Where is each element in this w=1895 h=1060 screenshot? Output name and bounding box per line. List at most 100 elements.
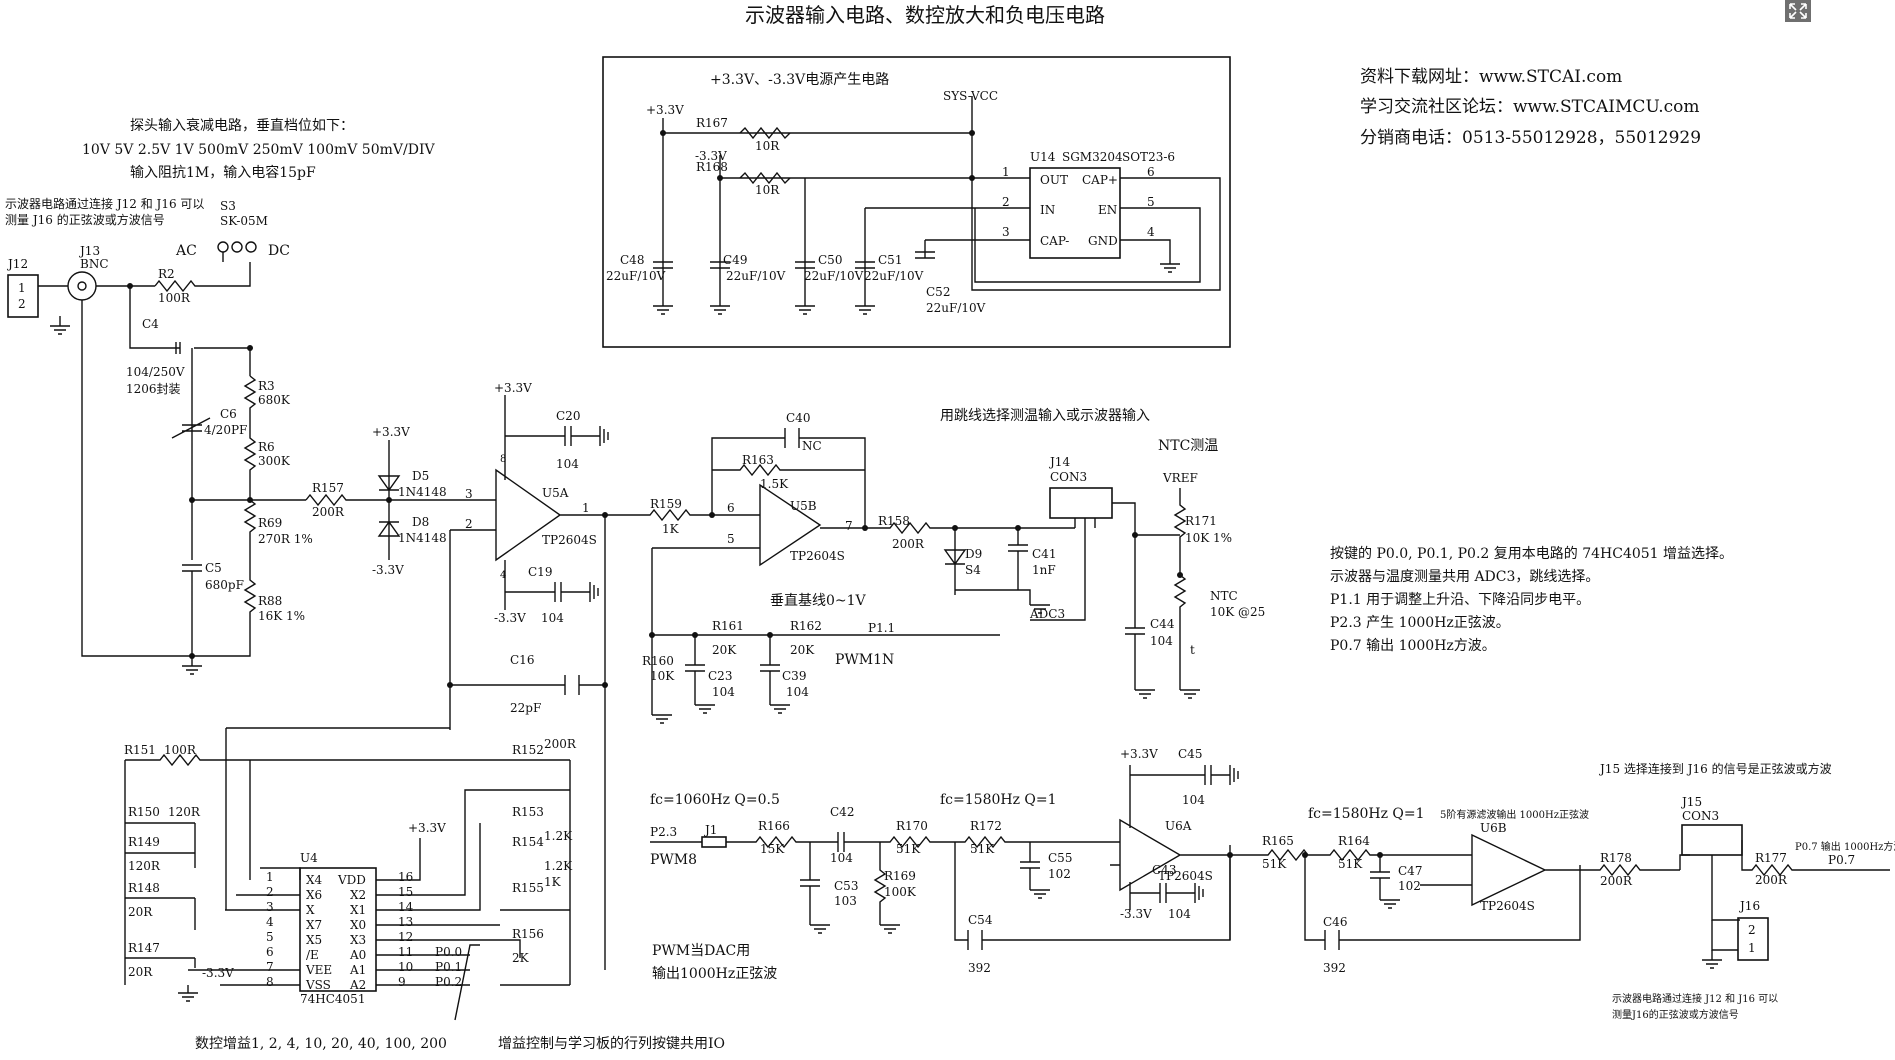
label-U4: U4 (300, 851, 318, 865)
label-C49-v: 22uF/10V (726, 269, 786, 283)
label-R88: R88 (258, 594, 282, 608)
label-R162-v: 20K (790, 643, 815, 657)
U4-X3: X3 (350, 933, 366, 947)
label-C52-v: 22uF/10V (926, 301, 986, 315)
label-R160-v: 10K (650, 669, 675, 683)
label-R165-v: 51K (1262, 857, 1287, 871)
label-R155-v: 1K (544, 875, 562, 889)
label-C41-v: 1nF (1032, 563, 1056, 577)
label-R172: R172 (970, 819, 1002, 833)
gain-selector-U4: U4 74HC4051 +3.3V -3.3V X4 X6 X X7 X5 /E… (124, 727, 577, 1021)
conn-note-left-2: 测量 J16 的正弦波或方波信号 (5, 212, 165, 227)
U4-left-pins: X4 X6 X X7 X5 /E VEE VSS 1 2 3 4 5 6 7 8 (266, 870, 332, 992)
filter-fc1: fc=1060Hz Q=0.5 (650, 792, 780, 808)
label-R155: R155 (512, 881, 544, 895)
label-J15-part: CON3 (1682, 809, 1719, 823)
desc-line-4: P2.3 产生 1000Hz正弦波。 (1330, 615, 1510, 631)
label-R3: R3 (258, 379, 275, 393)
label-U4-part: 74HC4051 (300, 992, 365, 1006)
label-R6: R6 (258, 440, 275, 454)
label-C51-v: 22uF/10V (864, 269, 924, 283)
label-P02: P0.2 (435, 975, 462, 989)
J14-body (1049, 487, 1113, 519)
label-J13: J13 (78, 244, 100, 258)
label-P11: P1.1 (868, 621, 895, 635)
U4-pin3: 3 (266, 900, 274, 914)
label-C43: C43 (1152, 863, 1176, 877)
U14-pin1: 1 (1002, 165, 1010, 179)
label-C16-v: 22pF (510, 701, 541, 715)
J1-body (701, 836, 727, 848)
label-R157-v: 200R (312, 505, 345, 519)
label-D8-v: 1N4148 (398, 531, 447, 545)
U4-pin4: 4 (266, 915, 274, 929)
U4-A2: A2 (349, 978, 366, 992)
U4-VSS: VSS (305, 978, 331, 992)
desc-line-2: 示波器与温度测量共用 ADC3，跳线选择。 (1330, 569, 1599, 585)
filter-fc3: fc=1580Hz Q=1 (1308, 806, 1425, 822)
label-C55-v: 102 (1048, 867, 1071, 881)
label-R150: R150 (128, 805, 160, 819)
U4-pin10: 10 (398, 960, 413, 974)
label-R169-v: 100K (884, 885, 917, 899)
label-R88-v: 16K 1% (258, 609, 305, 623)
U4-pin8: 8 (266, 975, 274, 989)
label-P00: P0.0 (435, 945, 462, 959)
label-R148: R148 (128, 881, 160, 895)
U5B-pin6: 6 (727, 501, 735, 515)
label-U6B: U6B (1480, 821, 1507, 835)
label-C47: C47 (1398, 864, 1422, 878)
U4-X2: X2 (350, 888, 366, 902)
label-R162: R162 (790, 619, 822, 633)
label-C46-v: 392 (1323, 961, 1346, 975)
label-R69-v: 270R 1% (258, 532, 313, 546)
phone-number: 分销商电话：0513-55012928，55012929 (1360, 128, 1701, 148)
gain-note: 数控增益1, 2, 4, 10, 20, 40, 100, 200 (195, 1036, 447, 1052)
label-U6A-part: TP2604S (1158, 869, 1213, 883)
label-p33-b: +3.3V (494, 381, 532, 395)
label-P23: P2.3 (650, 825, 677, 839)
U4-pin16: 16 (398, 870, 413, 884)
gain-ctrl-note: 增益控制与学习板的行列按键共用IO (498, 1036, 725, 1052)
U5B-pin7: 7 (845, 519, 853, 533)
U14-CAPm: CAP- (1040, 234, 1069, 248)
U14-pin2: 2 (1002, 195, 1010, 209)
label-R154-v: 1.2K (544, 859, 573, 873)
U4-VDD: VDD (337, 873, 366, 887)
label-J14-part: CON3 (1050, 470, 1087, 484)
expand-arrows-icon[interactable] (1785, 0, 1811, 22)
label-AC: AC (175, 243, 197, 259)
label-C46: C46 (1323, 915, 1347, 929)
ntc-note: NTC测温 (1158, 438, 1218, 454)
label-J14: J14 (1048, 455, 1070, 469)
label-U5A: U5A (542, 486, 569, 500)
label-R169: R169 (884, 869, 916, 883)
label-S3-part: SK-05M (220, 214, 268, 228)
page-title: 示波器输入电路、数控放大和负电压电路 (745, 3, 1105, 27)
U4-X6: X6 (306, 888, 322, 902)
label-R148-v: 20R (128, 905, 153, 919)
U4-A0: A0 (349, 948, 366, 962)
U4-pin5: 5 (266, 930, 274, 944)
pwm-dac-note-1: PWM当DAC用 (652, 943, 750, 959)
label-R147-v: 20R (128, 965, 153, 979)
U14-pin5: 5 (1147, 195, 1155, 209)
filter-amp-U6A: U6A TP2604S +3.3V -3.3V C45 104 C43 104 … (1119, 747, 1581, 975)
label-n33-b: -3.3V (494, 611, 526, 625)
label-R2: R2 (158, 267, 175, 281)
label-C48-v: 22uF/10V (606, 269, 666, 283)
U4-right-pins: VDD X2 X1 X0 X3 A0 A1 A2 16 15 14 13 12 … (337, 870, 414, 992)
label-C49: C49 (723, 253, 747, 267)
label-S4: S4 (965, 563, 981, 577)
label-U5B: U5B (790, 499, 817, 513)
label-R167-v: 10R (755, 139, 780, 153)
pwm-dac-note-2: 输出1000Hz正弦波 (652, 966, 777, 982)
label-C39: C39 (782, 669, 806, 683)
probe-input-circuit: J12 1 2 J13 BNC S3 SK-05M AC DC R2 100R … (6, 199, 313, 659)
U14-EN: EN (1098, 203, 1117, 217)
label-C6: C6 (220, 407, 237, 421)
label-m33-c: -3.3V (695, 149, 727, 163)
U4-X0: X0 (350, 918, 366, 932)
label-R171: R171 (1185, 514, 1217, 528)
label-U14-pkg: SOT23-6 (1122, 150, 1175, 164)
